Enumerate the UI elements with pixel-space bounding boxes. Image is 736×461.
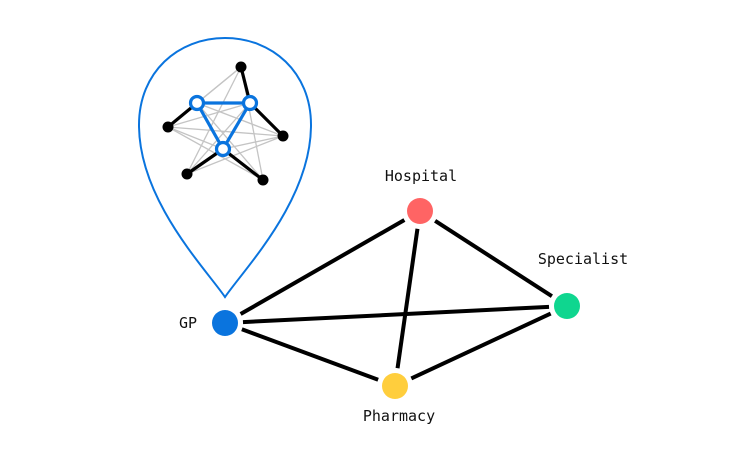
mini-node — [277, 130, 289, 142]
mini-faint-edge — [167, 126, 224, 150]
mini-hub-node — [241, 94, 259, 112]
node-specialist[interactable] — [554, 293, 580, 319]
node-label-gp: GP — [179, 314, 197, 332]
mini-hub-node — [188, 94, 206, 112]
edge-gp-specialist — [242, 304, 550, 325]
node-label-pharmacy: Pharmacy — [363, 407, 435, 425]
mini-hub-node — [214, 140, 232, 158]
network-graph-icon — [162, 61, 289, 186]
mini-node — [162, 121, 174, 133]
node-hospital[interactable] — [407, 198, 433, 224]
edge-pharmacy-specialist — [410, 311, 552, 381]
edge-gp-pharmacy — [241, 327, 379, 382]
map-pin — [137, 36, 313, 299]
node-label-hospital: Hospital — [385, 167, 457, 185]
map-pin-outline — [137, 36, 313, 299]
mini-faint-edge — [167, 102, 251, 128]
mini-node — [235, 61, 247, 73]
mini-faint-edge — [196, 66, 242, 104]
edges — [239, 218, 553, 382]
node-gp[interactable] — [212, 310, 238, 336]
node-label-specialist: Specialist — [538, 250, 628, 268]
node-pharmacy[interactable] — [382, 373, 408, 399]
edge-hospital-specialist — [434, 219, 553, 298]
mini-highlight-edge — [221, 102, 252, 150]
mini-faint-edge — [186, 135, 284, 175]
nodes — [212, 198, 580, 399]
mini-edge — [222, 147, 264, 182]
edge-hospital-pharmacy — [395, 228, 420, 369]
mini-highlight-edge — [195, 102, 225, 150]
mini-faint-edge — [186, 66, 242, 175]
mini-node — [257, 174, 269, 186]
mini-faint-edge — [222, 135, 284, 150]
mini-node — [181, 168, 193, 180]
edge-gp-hospital — [239, 218, 406, 316]
